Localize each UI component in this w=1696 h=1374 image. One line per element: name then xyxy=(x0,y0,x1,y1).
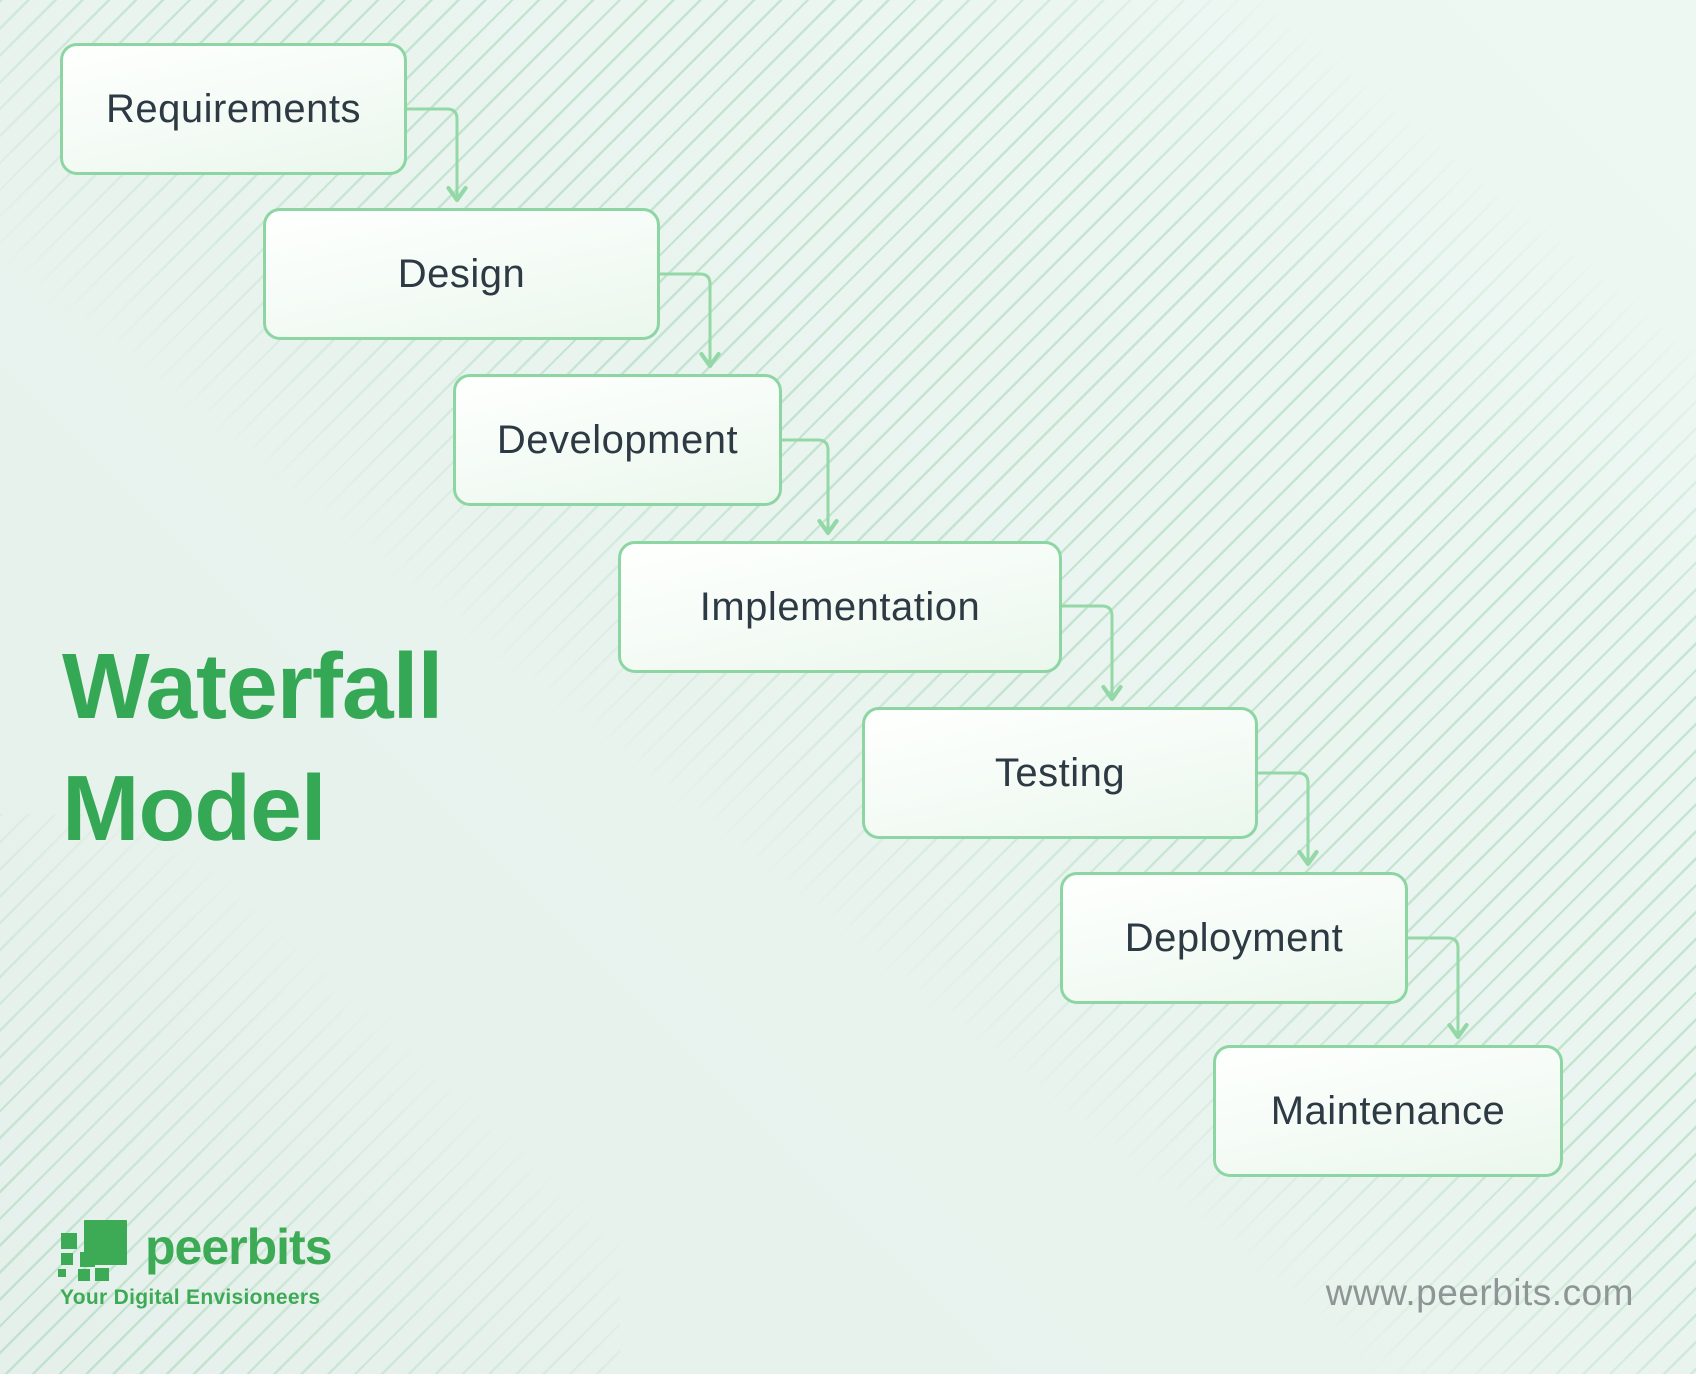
arrow-design-development xyxy=(660,272,721,369)
step-box-deployment: Deployment xyxy=(1060,872,1408,1004)
step-box-requirements: Requirements xyxy=(60,43,407,175)
step-box-testing: Testing xyxy=(862,707,1258,839)
step-box-design: Design xyxy=(263,208,660,340)
peerbits-branding: peerbits Your Digital Envisioneers xyxy=(57,1219,333,1309)
peerbits-wordmark: peerbits xyxy=(145,1219,333,1275)
step-label: Testing xyxy=(994,750,1126,795)
step-label: Maintenance xyxy=(1270,1088,1506,1133)
step-label: Design xyxy=(397,251,526,296)
step-box-implementation: Implementation xyxy=(618,541,1062,673)
brand-tagline: Your Digital Envisioneers xyxy=(60,1286,321,1309)
arrow-deployment-maintenance xyxy=(1408,936,1469,1040)
arrow-implementation-testing xyxy=(1062,604,1123,702)
step-label: Implementation xyxy=(699,584,981,629)
website-url: www.peerbits.com xyxy=(1325,1272,1634,1313)
arrow-requirements-design xyxy=(407,107,468,203)
step-box-development: Development xyxy=(453,374,782,506)
peerbits-logo-mark-icon xyxy=(58,1220,127,1281)
page-title-line2: Model xyxy=(62,756,327,860)
arrow-development-implementation xyxy=(782,438,839,536)
step-label: Development xyxy=(496,417,739,462)
step-label: Deployment xyxy=(1124,915,1344,960)
page-title: Waterfall Model xyxy=(62,625,443,869)
arrow-testing-deployment xyxy=(1258,771,1319,867)
step-label: Requirements xyxy=(105,86,361,131)
step-box-maintenance: Maintenance xyxy=(1213,1045,1563,1177)
page-title-line1: Waterfall xyxy=(62,634,443,738)
